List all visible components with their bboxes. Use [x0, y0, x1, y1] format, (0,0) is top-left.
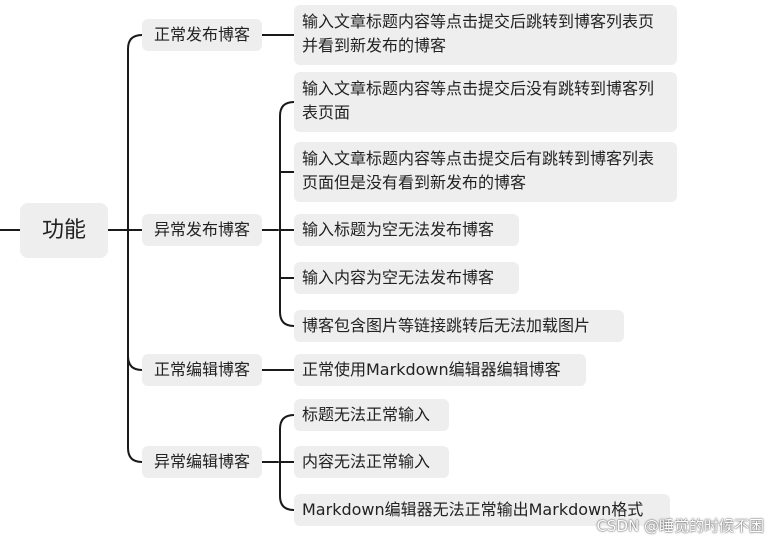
branch-node-normal-edit[interactable]: 正常编辑博客 — [142, 354, 262, 386]
leaf-node[interactable]: 输入文章标题内容等点击提交后没有跳转到博客列表页面 — [294, 72, 677, 132]
leaf-node[interactable]: 标题无法正常输入 — [294, 399, 449, 431]
leaf-node[interactable]: 博客包含图片等链接跳转后无法加载图片 — [294, 310, 624, 342]
branch-node-normal-publish[interactable]: 正常发布博客 — [142, 19, 262, 51]
trunk-branch-3 — [127, 355, 143, 371]
leaf-node[interactable]: 输入标题为空无法发布博客 — [294, 214, 519, 246]
watermark: CSDN @睡觉的时候不困 — [596, 517, 764, 535]
root-node[interactable]: 功能 — [20, 203, 108, 258]
leaf-node[interactable]: 输入文章标题内容等点击提交后有跳转到博客列表页面但是没有看到新发布的博客 — [294, 142, 677, 202]
leaf-node[interactable]: 内容无法正常输入 — [294, 446, 449, 478]
leaf-node[interactable]: Markdown编辑器无法正常输出Markdown格式 — [294, 494, 670, 526]
leaf-node[interactable]: 输入内容为空无法发布博客 — [294, 262, 519, 294]
leaf-node[interactable]: 输入文章标题内容等点击提交后跳转到博客列表页并看到新发布的博客 — [294, 5, 677, 65]
branch-node-abnormal-publish[interactable]: 异常发布博客 — [142, 214, 262, 246]
main-trunk — [127, 34, 143, 463]
leaf-node[interactable]: 正常使用Markdown编辑器编辑博客 — [294, 354, 586, 386]
branch-2-bracket — [279, 101, 295, 327]
branch-node-abnormal-edit[interactable]: 异常编辑博客 — [142, 446, 262, 478]
